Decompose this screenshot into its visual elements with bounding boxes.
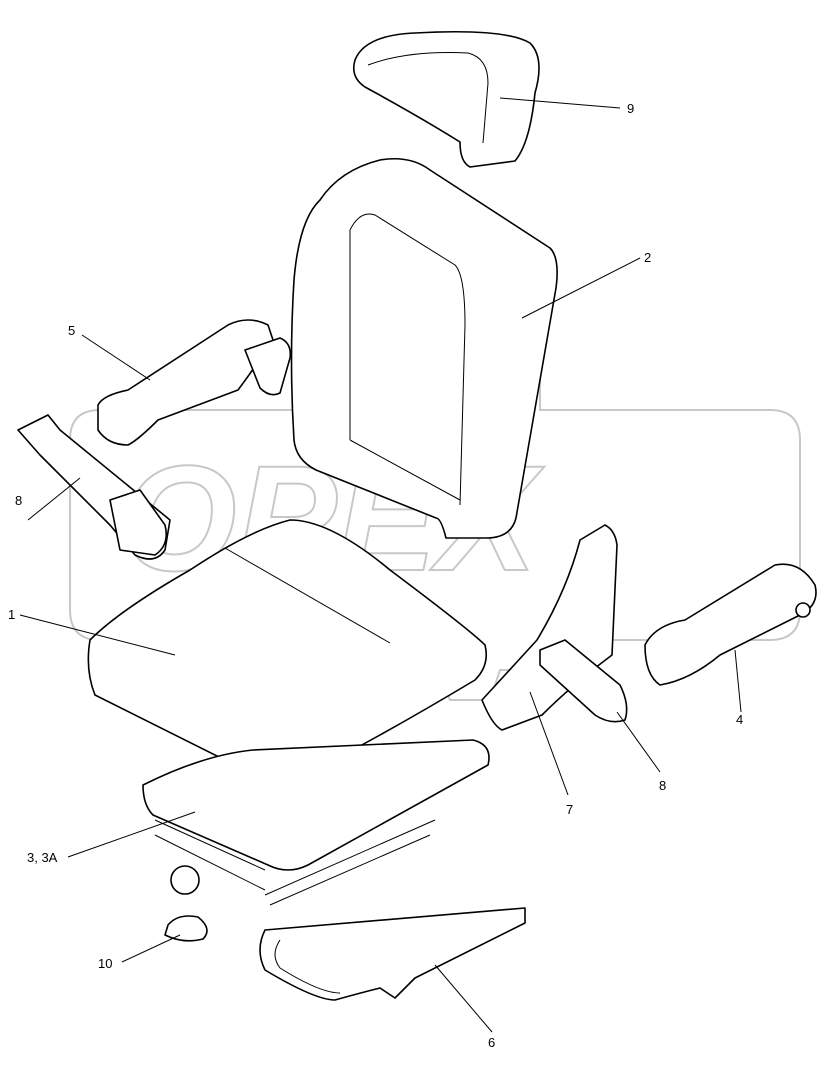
backrest [290, 157, 558, 539]
suspension [142, 739, 490, 906]
leader-lines [19, 97, 742, 1033]
callout-9: 9 [627, 101, 634, 116]
callout-4: 4 [736, 712, 743, 727]
callout-8-right: 8 [659, 778, 666, 793]
callout-3-3a: 3, 3A [27, 850, 58, 865]
callout-7: 7 [566, 802, 573, 817]
callout-10: 10 [98, 956, 112, 971]
knob-cap [164, 915, 208, 942]
callout-5: 5 [68, 323, 75, 338]
callout-8-left: 8 [15, 493, 22, 508]
frame [259, 907, 526, 1001]
armrest-left [97, 319, 292, 446]
callout-6: 6 [488, 1035, 495, 1050]
seatbelt-right [539, 639, 628, 723]
callout-1: 1 [8, 607, 15, 622]
callout-2: 2 [644, 250, 651, 265]
seatbelt-left [17, 414, 171, 560]
armrest-right [644, 563, 817, 686]
seat-cushion [87, 519, 488, 783]
headrest [352, 30, 540, 168]
bracket [481, 524, 618, 731]
